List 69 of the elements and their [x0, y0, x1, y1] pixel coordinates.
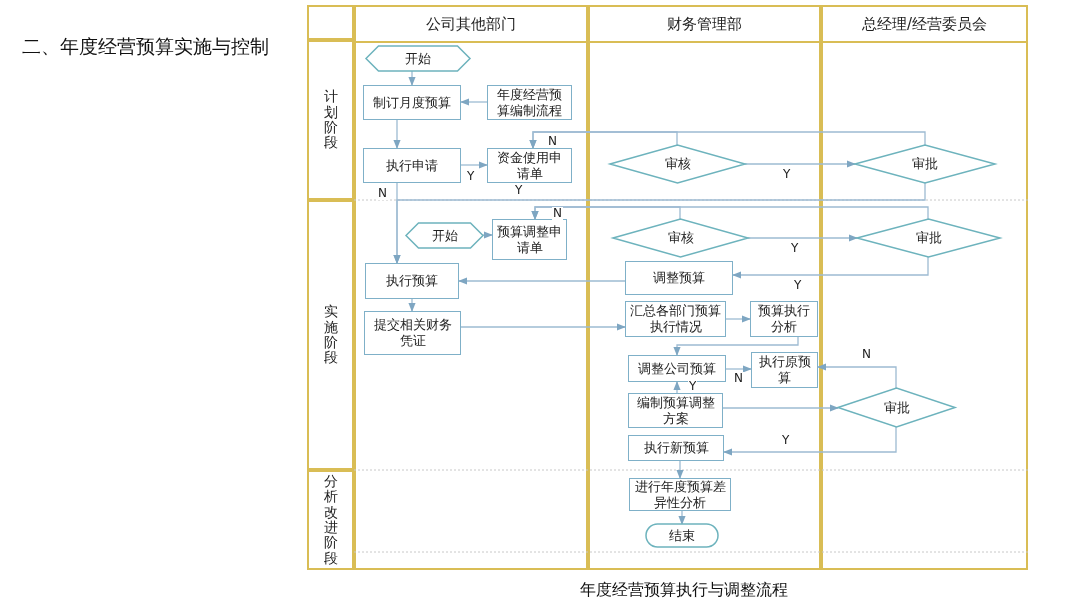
decision-diamond: 审批	[855, 145, 995, 183]
arrow	[744, 160, 856, 168]
lane-header: 公司其他部门	[356, 7, 586, 43]
arrow	[529, 131, 926, 149]
arrow	[676, 460, 684, 479]
edge-label: Y	[688, 380, 698, 393]
start-hexagon: 开始	[366, 46, 470, 71]
process-box: 调整公司预算	[628, 355, 726, 382]
edge-label: N	[377, 187, 388, 200]
process-box: 执行新预算	[628, 435, 724, 461]
process-box: 预算执行分析	[750, 301, 818, 337]
arrow	[458, 277, 626, 285]
arrow	[482, 231, 493, 239]
edge-label: N	[861, 348, 872, 361]
edge-label: Y	[466, 170, 476, 183]
edge-label: Y	[514, 184, 524, 197]
decision-diamond: 审批	[838, 388, 955, 427]
edge-label: N	[547, 135, 558, 148]
lane-header: 总经理/经营委员会	[823, 7, 1026, 43]
process-box: 执行预算	[365, 263, 459, 299]
process-box: 执行原预算	[751, 352, 818, 388]
edge-label: Y	[790, 242, 800, 255]
lane-header: 财务管理部	[590, 7, 819, 43]
arrow	[460, 98, 488, 106]
arrow	[408, 70, 416, 86]
arrow	[725, 315, 751, 323]
process-box: 汇总各部门预算执行情况	[625, 301, 726, 337]
process-box: 调整预算	[625, 261, 733, 295]
swimlane	[821, 5, 1028, 570]
arrow	[725, 365, 752, 373]
process-box: 预算调整申请单	[492, 219, 567, 260]
edge-label: Y	[781, 434, 791, 447]
arrow	[673, 381, 681, 394]
process-box: 执行申请	[363, 148, 461, 183]
arrow	[393, 119, 401, 149]
decision-diamond: 审批	[857, 219, 1000, 257]
edge-label: Y	[793, 279, 803, 292]
arrow	[408, 298, 416, 312]
title: 二、年度经营预算实施与控制	[22, 34, 269, 59]
arrow	[732, 256, 929, 279]
end-terminator: 结束	[646, 524, 718, 547]
edge-label: N	[733, 372, 744, 385]
decision-diamond: 审核	[610, 145, 745, 183]
phase-band: 实施阶段	[307, 200, 354, 470]
phase-band: 计划阶段	[307, 40, 354, 200]
swimlane	[354, 5, 588, 570]
process-box: 提交相关财务凭证	[364, 311, 461, 355]
decision-diamond: 审核	[613, 219, 748, 257]
phase-band: 分析改进阶段	[307, 470, 354, 570]
arrow	[673, 336, 799, 356]
process-box: 进行年度预算差异性分析	[629, 478, 731, 511]
process-box: 资金使用申请单	[487, 148, 572, 183]
process-box: 年度经营预算编制流程	[487, 85, 572, 120]
arrow	[723, 426, 897, 456]
arrow	[460, 161, 488, 169]
arrow	[393, 182, 926, 264]
start-hexagon: 开始	[406, 223, 483, 248]
arrow	[722, 404, 839, 412]
edge-label: N	[552, 207, 563, 220]
caption: 年度经营预算执行与调整流程	[580, 580, 788, 601]
arrow	[460, 323, 626, 331]
arrow	[747, 234, 858, 242]
arrow	[678, 510, 686, 525]
edge-label: Y	[782, 168, 792, 181]
process-box: 编制预算调整方案	[628, 393, 723, 428]
arrow	[531, 206, 929, 220]
swimlane	[588, 5, 821, 570]
arrow	[817, 363, 897, 389]
process-box: 制订月度预算	[363, 85, 461, 120]
